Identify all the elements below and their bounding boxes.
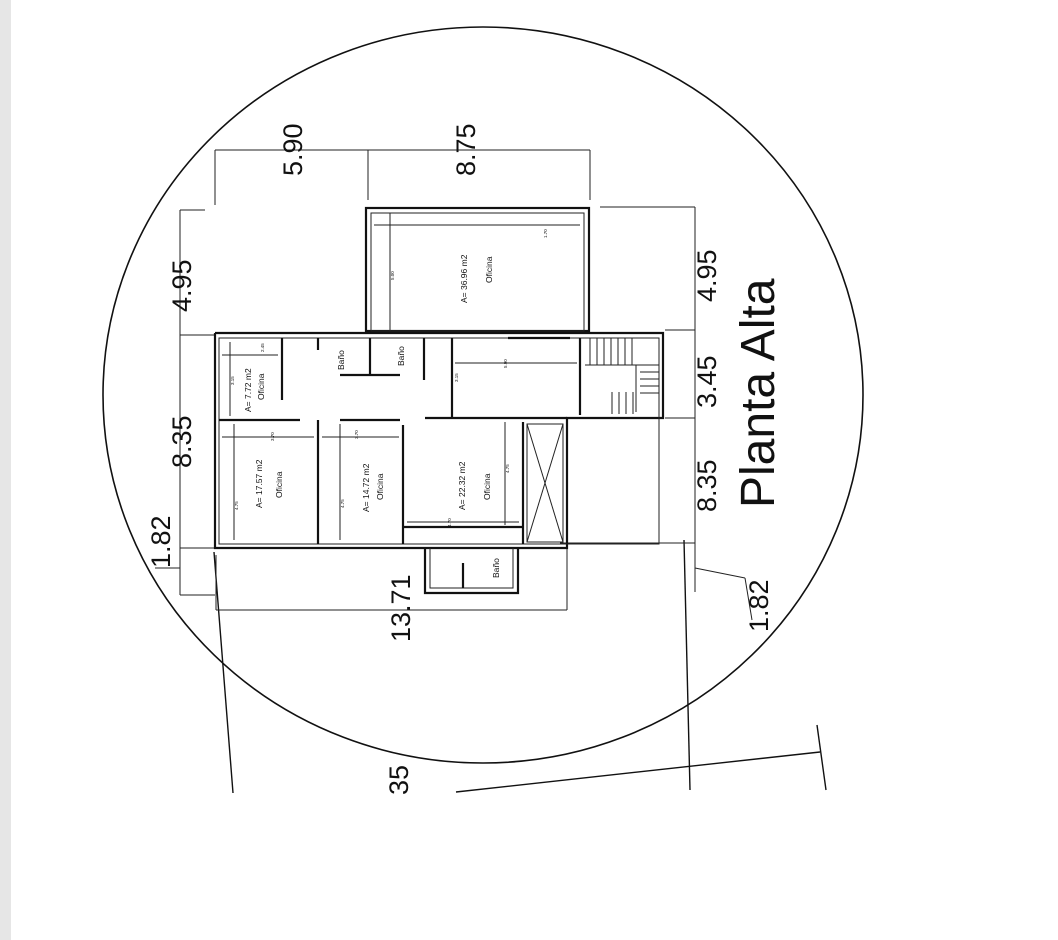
bath-1-label: Baño bbox=[336, 350, 346, 370]
office-a-area: A= 7.72 m2 bbox=[243, 368, 253, 412]
small-dim-1: 5.00 bbox=[390, 271, 395, 280]
dim-top-right: 8.75 bbox=[451, 123, 481, 176]
small-dim-8: 4.75 bbox=[234, 501, 239, 510]
dim-bottom: 13.71 bbox=[386, 574, 416, 642]
dim-right-b: 3.45 bbox=[692, 355, 722, 408]
dim-right-a: 4.95 bbox=[692, 249, 722, 302]
small-dim-7: 3.70 bbox=[354, 430, 359, 439]
dim-lot: 35 bbox=[384, 765, 414, 795]
small-dim-6: 3.70 bbox=[270, 432, 275, 441]
office-b-area: A= 17.57 m2 bbox=[254, 459, 264, 508]
small-dim-4: 3.15 bbox=[454, 373, 459, 382]
dim-right-d: 1.82 bbox=[744, 579, 774, 632]
paper-edge bbox=[0, 0, 11, 940]
office-b-name: Oficina bbox=[274, 471, 284, 498]
office-large-area: A= 36.96 m2 bbox=[459, 254, 469, 303]
dim-top-left: 5.90 bbox=[278, 123, 308, 176]
bath-3-label: Baño bbox=[491, 558, 501, 578]
small-dim-11: 4.75 bbox=[505, 464, 510, 473]
plan-title: Planta Alta bbox=[732, 278, 785, 508]
small-dim-5: 2.45 bbox=[260, 343, 265, 352]
small-dim-9: 4.75 bbox=[340, 499, 345, 508]
walls bbox=[213, 206, 665, 595]
small-dim-2: 5.90 bbox=[503, 359, 508, 368]
office-d-area: A= 22.32 m2 bbox=[457, 461, 467, 510]
small-dim-12: 1.70 bbox=[543, 229, 548, 238]
office-d-name: Oficina bbox=[482, 473, 492, 500]
office-c-area: A= 14.72 m2 bbox=[361, 463, 371, 512]
office-large-name: Oficina bbox=[484, 256, 494, 283]
small-dim-10: 4.70 bbox=[447, 518, 452, 527]
bath-2-label: Baño bbox=[396, 346, 406, 366]
dim-right-c: 8.35 bbox=[692, 459, 722, 512]
lot-line-right bbox=[683, 539, 691, 791]
dim-left-b: 8.35 bbox=[167, 415, 197, 468]
bottom-dimension bbox=[215, 548, 568, 611]
office-c-name: Oficina bbox=[375, 473, 385, 500]
left-dimensions bbox=[155, 209, 215, 596]
lot-line-left bbox=[213, 551, 234, 794]
dim-left-a: 4.95 bbox=[167, 259, 197, 312]
lot-line-tick bbox=[816, 724, 827, 791]
highlight-circle bbox=[102, 26, 864, 764]
lot-line-bottom bbox=[455, 751, 821, 793]
small-dim-3: 3.15 bbox=[230, 376, 235, 385]
top-dimensions bbox=[214, 149, 591, 205]
office-a-name: Oficina bbox=[256, 373, 266, 400]
right-dimensions bbox=[560, 206, 753, 621]
dim-left-c: 1.82 bbox=[146, 515, 176, 568]
